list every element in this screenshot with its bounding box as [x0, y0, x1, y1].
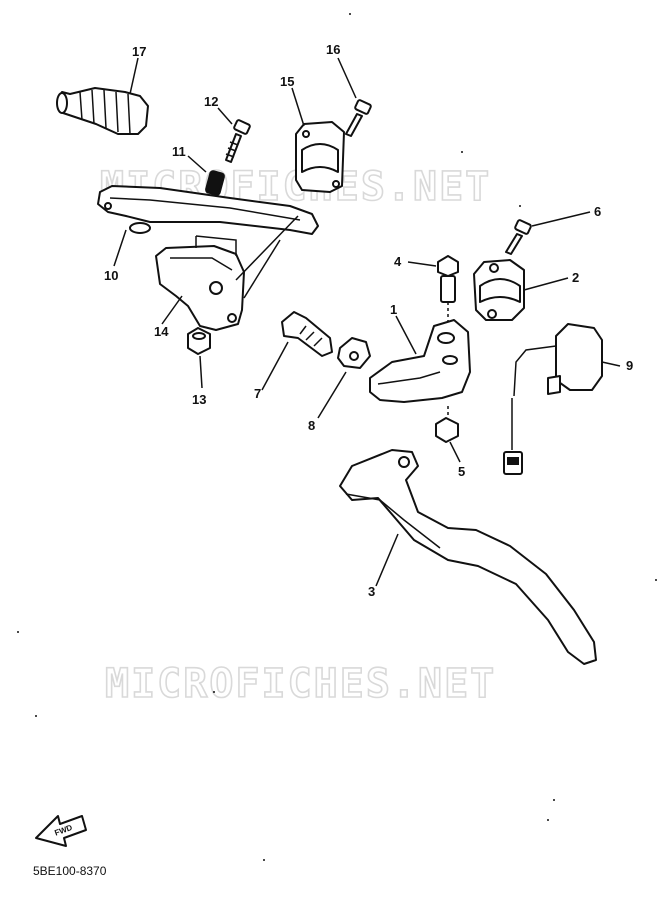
fwd-arrow-icon: FWD [35, 815, 87, 847]
drawing-number: 5BE100-8370 [33, 864, 107, 878]
watermark-bottom: MICROFICHES.NET [105, 661, 496, 707]
lever-holder-part [369, 319, 471, 403]
holder-cap-part [473, 259, 525, 321]
cap-bolt-part [505, 219, 532, 255]
clutch-lever-part [97, 185, 319, 235]
grip-end-part [56, 87, 149, 135]
collar-part [205, 170, 225, 196]
callout-9: 9 [626, 358, 633, 373]
callout-15: 15 [280, 74, 294, 89]
lever-holder-left-part [155, 235, 245, 331]
callout-2: 2 [572, 270, 579, 285]
callout-14: 14 [154, 324, 169, 339]
callout-12: 12 [204, 94, 218, 109]
callout-7: 7 [254, 386, 261, 401]
adjuster-bolt-part [281, 311, 333, 357]
callout-1: 1 [390, 302, 397, 317]
callout-13: 13 [192, 392, 206, 407]
nut-part-13 [187, 327, 211, 355]
nut-part-5 [435, 406, 459, 443]
bolt-part-12 [225, 119, 251, 163]
callout-8: 8 [308, 418, 315, 433]
holder-cap-left-part [295, 121, 345, 193]
callout-17: 17 [132, 44, 146, 59]
brake-lever-part [339, 449, 597, 665]
callout-11: 11 [172, 144, 186, 159]
callout-6: 6 [594, 204, 601, 219]
callout-3: 3 [368, 584, 375, 599]
callout-5: 5 [458, 464, 465, 479]
callout-16: 16 [326, 42, 340, 57]
screw-part-16 [345, 99, 372, 137]
callout-10: 10 [104, 268, 118, 283]
switch-part [503, 323, 603, 475]
callout-4: 4 [394, 254, 402, 269]
locknut-part [337, 337, 371, 369]
